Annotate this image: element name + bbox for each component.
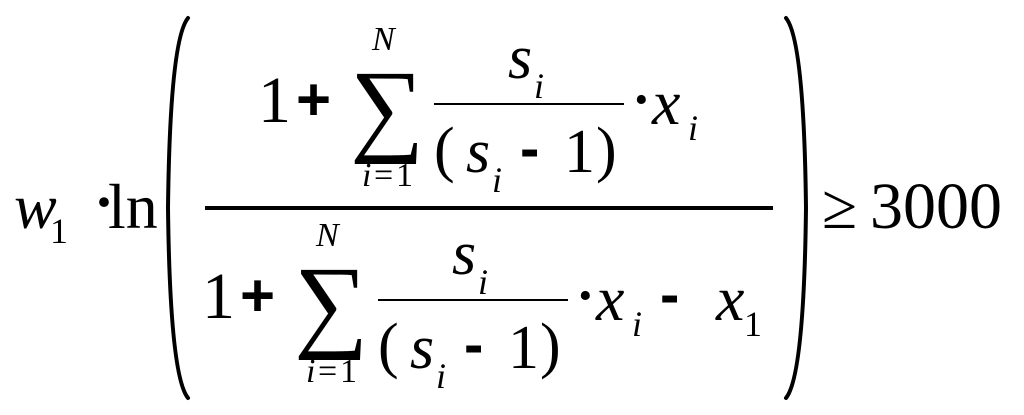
numerator-x: x [651, 67, 680, 138]
denominator: 1 + ∑ N i = 1 s i ( s i - 1 ) · x i - x … [202, 217, 762, 396]
numerator-lower-one: 1 [396, 157, 413, 194]
denominator-lower-index: i [306, 353, 315, 390]
denominator-upper-limit: N [315, 217, 341, 254]
numerator-upper-limit: N [371, 21, 397, 58]
greater-equal-sign: ≥ [822, 171, 857, 242]
denominator-frac-s: s [452, 220, 476, 288]
denominator-den-one: 1 [508, 314, 539, 382]
numerator-den-s: s [466, 118, 490, 186]
denominator-open-paren: ( [378, 312, 399, 380]
numerator-x-sub: i [688, 108, 698, 148]
rhs-value: 3000 [870, 170, 1002, 243]
denominator-plus: + [240, 262, 275, 329]
numerator-den-s-sub: i [492, 160, 502, 200]
denominator-x1: x [715, 263, 744, 334]
left-big-paren [165, 16, 190, 400]
numerator-den-minus: - [520, 116, 539, 181]
denominator-x1-sub: 1 [744, 304, 762, 344]
denominator-lower-one: 1 [340, 353, 357, 390]
denominator-x: x [595, 263, 624, 334]
w-subscript: 1 [50, 211, 68, 251]
w-variable: w [14, 171, 57, 242]
denominator-den-s-sub: i [436, 356, 446, 396]
numerator-lower-eq: = [374, 157, 393, 194]
denominator-one: 1 [202, 260, 235, 333]
denominator-den-minus: - [464, 312, 483, 377]
numerator-close-paren: ) [596, 116, 617, 184]
numerator-den-one: 1 [564, 118, 595, 186]
numerator-lower-index: i [362, 157, 371, 194]
denominator-sigma: ∑ [294, 246, 368, 361]
ln-function: ln [108, 171, 158, 242]
denominator-lower-eq: = [318, 353, 337, 390]
denominator-minus: - [660, 262, 679, 327]
numerator-sigma: ∑ [350, 50, 424, 165]
denominator-x-sub: i [632, 304, 642, 344]
numerator: 1 + ∑ N i = 1 s i ( s i - 1 ) · x i [258, 21, 698, 200]
denominator-den-s: s [410, 314, 434, 382]
multiply-dot: · [94, 169, 114, 235]
denominator-dot: · [576, 265, 595, 327]
numerator-open-paren: ( [434, 116, 455, 184]
numerator-plus: + [296, 66, 331, 133]
numerator-frac-s-sub: i [534, 66, 544, 106]
numerator-dot: · [632, 69, 651, 131]
denominator-frac-s-sub: i [478, 262, 488, 302]
denominator-close-paren: ) [540, 312, 561, 380]
numerator-one: 1 [258, 64, 291, 137]
right-big-paren [784, 16, 809, 400]
numerator-frac-s: s [508, 24, 532, 92]
